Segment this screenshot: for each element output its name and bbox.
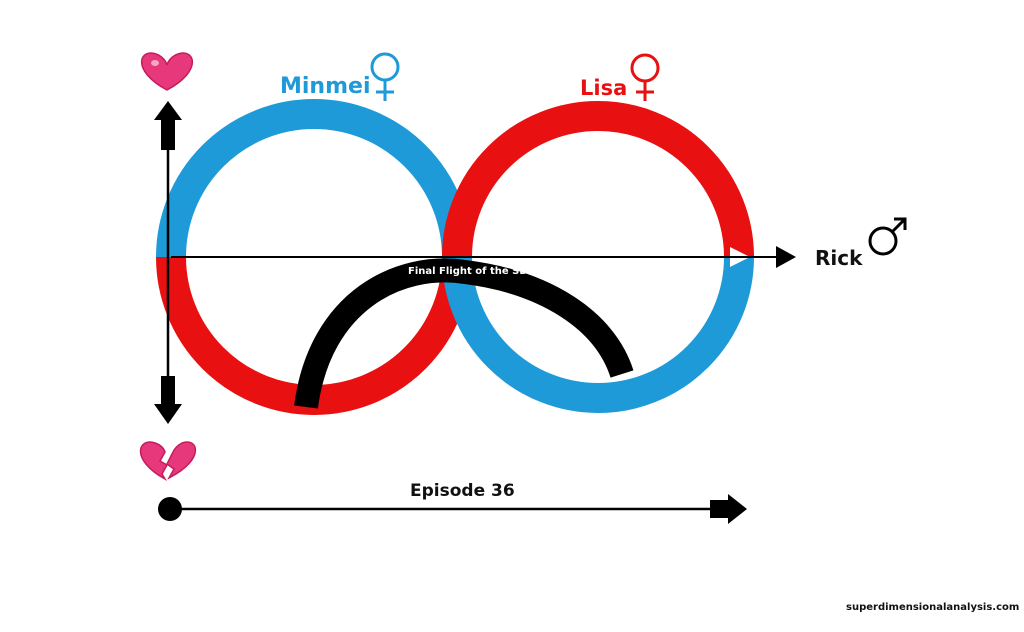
rick-arc — [294, 258, 634, 409]
heart-icon — [140, 52, 194, 91]
timeline-arrow — [710, 494, 747, 524]
broken-heart-icon — [139, 441, 197, 482]
episode-label: Episode 36 — [410, 481, 515, 501]
female-symbol-icon — [370, 52, 400, 101]
website-label: superdimensionalanalysis.com — [846, 602, 1020, 613]
lisa-arc-right-top — [442, 101, 754, 258]
up-arrow — [154, 101, 182, 150]
male-symbol-icon — [868, 217, 907, 256]
female-symbol-icon — [630, 53, 660, 101]
rick-label: Rick — [815, 246, 863, 270]
horizontal-axis-arrowhead — [776, 246, 796, 268]
down-arrow — [154, 376, 182, 424]
minmei-arc-right-bottom — [442, 256, 754, 413]
minmei-arc-left-top — [156, 99, 472, 258]
minmei-label: Minmei — [280, 74, 371, 99]
lisa-label: Lisa — [580, 76, 628, 100]
final-flight-label: Final Flight of the SDF-1 — [408, 266, 546, 277]
